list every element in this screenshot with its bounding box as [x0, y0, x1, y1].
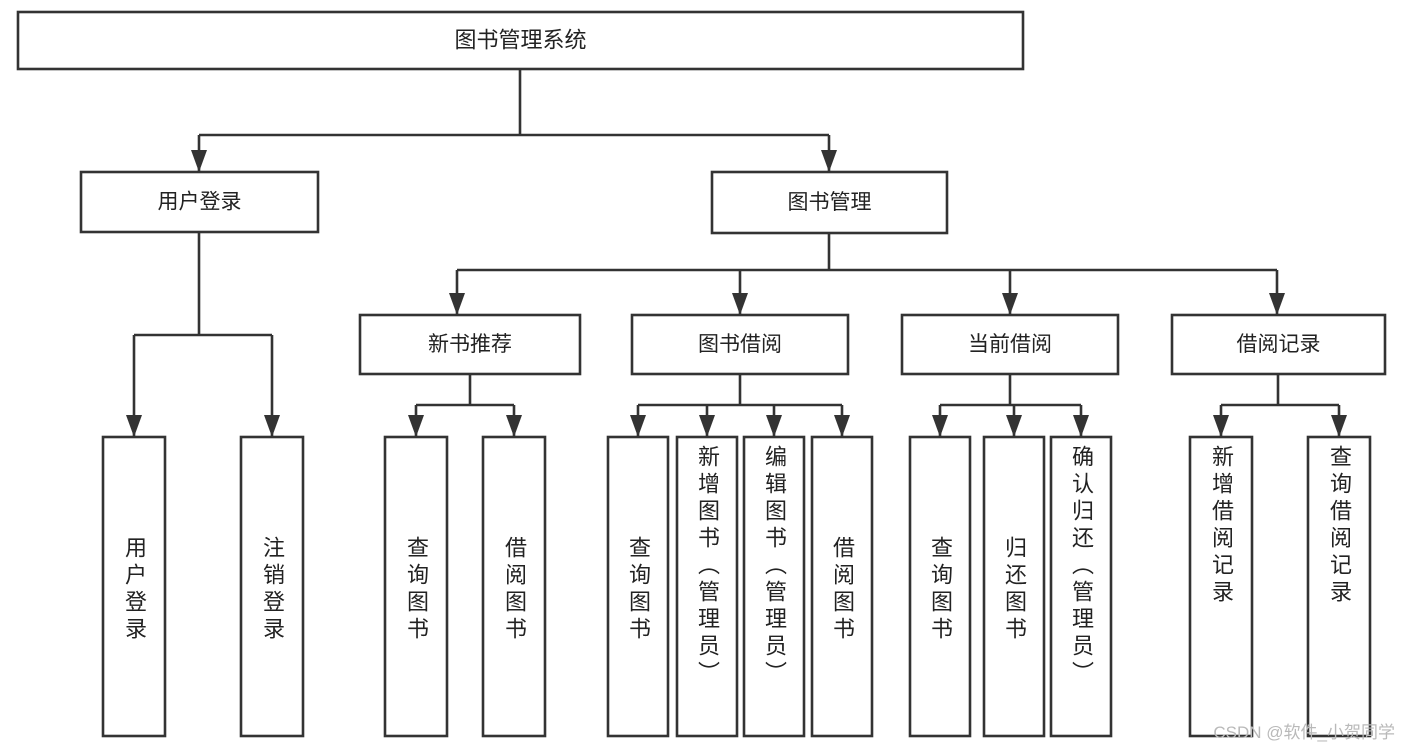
arrow-head-icon: [1006, 415, 1022, 437]
arrow-head-icon: [506, 415, 522, 437]
arrow-head-icon: [766, 415, 782, 437]
leaf-node-box[interactable]: [742, 435, 806, 738]
leaf-node-box[interactable]: [1306, 435, 1372, 738]
level2-group: 用户登录 图书管理: [79, 170, 949, 235]
node-user-login-box[interactable]: [79, 170, 320, 234]
node-user-login-label: 用户登录: [158, 191, 242, 214]
node-new-book-recommend-box[interactable]: [358, 313, 582, 376]
node-book-borrow[interactable]: 图书借阅: [630, 313, 850, 376]
arrow-head-icon: [1331, 415, 1347, 437]
node-current-borrow[interactable]: 当前借阅: [900, 313, 1120, 376]
level3-group: 新书推荐 图书借阅 当前借阅 借阅记录: [358, 313, 1387, 376]
leaf-node-box[interactable]: [1049, 435, 1113, 738]
node-borrow-record-label: 借阅记录: [1237, 333, 1321, 356]
arrow-head-icon: [1213, 415, 1229, 437]
node-root-box[interactable]: [16, 10, 1025, 71]
leaf-node-box[interactable]: [481, 435, 547, 738]
node-current-borrow-box[interactable]: [900, 313, 1120, 376]
connectors-group: [126, 69, 1347, 437]
leaf-node-box[interactable]: [675, 435, 739, 738]
node-new-book-recommend[interactable]: 新书推荐: [358, 313, 582, 376]
arrow-head-icon: [1002, 293, 1018, 315]
arrow-head-icon: [821, 150, 837, 172]
node-book-borrow-label: 图书借阅: [698, 333, 782, 356]
arrow-head-icon: [932, 415, 948, 437]
arrow-head-icon: [834, 415, 850, 437]
leaf-node-box[interactable]: [606, 435, 670, 738]
arrow-head-icon: [449, 293, 465, 315]
leaf-node-box[interactable]: [982, 435, 1046, 738]
arrow-head-icon: [732, 293, 748, 315]
leaf-node-box[interactable]: [383, 435, 449, 738]
arrow-head-icon: [699, 415, 715, 437]
node-book-management-label: 图书管理: [788, 191, 872, 214]
arrow-head-icon: [408, 415, 424, 437]
leaf-boxes-group: [101, 435, 1372, 738]
leaf-node-box[interactable]: [101, 435, 167, 738]
node-new-book-recommend-label: 新书推荐: [428, 333, 512, 356]
leaf-node-box[interactable]: [908, 435, 972, 738]
node-book-management[interactable]: 图书管理: [710, 170, 949, 235]
arrow-head-icon: [191, 150, 207, 172]
node-borrow-record[interactable]: 借阅记录: [1170, 313, 1387, 376]
arrow-head-icon: [630, 415, 646, 437]
leaf-node-box[interactable]: [1188, 435, 1254, 738]
arrow-head-icon: [126, 415, 142, 437]
node-current-borrow-label: 当前借阅: [968, 333, 1052, 356]
leaf-node-box[interactable]: [239, 435, 305, 738]
arrow-head-icon: [1073, 415, 1089, 437]
arrow-head-icon: [264, 415, 280, 437]
node-root[interactable]: 图书管理系统: [16, 10, 1025, 71]
arrow-head-icon: [1269, 293, 1285, 315]
leaf-node-box[interactable]: [810, 435, 874, 738]
node-user-login[interactable]: 用户登录: [79, 170, 320, 234]
node-root-label: 图书管理系统: [454, 27, 586, 52]
